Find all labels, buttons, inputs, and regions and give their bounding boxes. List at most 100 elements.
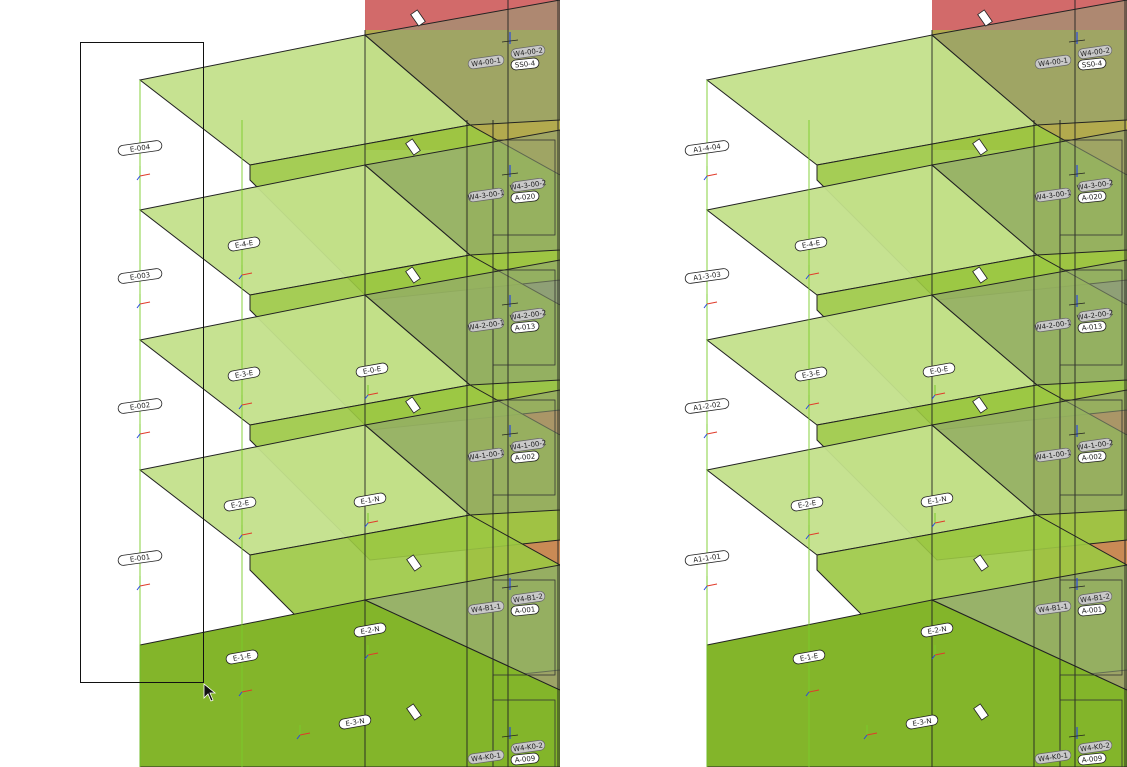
wall-tag-5[interactable]: W4-B1-1: [467, 600, 505, 616]
level-label-4-bubble: [684, 550, 730, 566]
room-tag-6[interactable]: A-009: [1077, 752, 1107, 766]
room-tag-4[interactable]: A-002: [1077, 450, 1107, 464]
wall-tag-4[interactable]: W4-1-00-1: [467, 447, 505, 463]
wall-tag-3[interactable]: W4-2-00-1: [467, 317, 505, 333]
wall-tag2-6-bubble: [510, 739, 546, 755]
room-tag-6[interactable]: A-009: [510, 752, 540, 766]
wall-tag2-6[interactable]: W4-K0-2: [1077, 739, 1113, 755]
element-marker-3[interactable]: [405, 396, 421, 414]
axis-x-line: [241, 689, 253, 693]
axis-h: [1068, 302, 1086, 306]
level-label-4[interactable]: E-001: [117, 550, 163, 566]
grid-tag-5-bubble: [922, 362, 956, 378]
grid-tag-5[interactable]: E-0-E: [355, 362, 389, 378]
window-frame-2: [492, 269, 556, 366]
level-label-1[interactable]: E-004: [117, 140, 163, 156]
wall-tag2-4[interactable]: W4-1-00-2: [1076, 437, 1114, 453]
level-label-2[interactable]: A1-3-03: [684, 268, 730, 284]
element-marker-3[interactable]: [972, 396, 988, 414]
grid-tag-7[interactable]: E-2-N: [353, 622, 387, 638]
grid-tag-7[interactable]: E-2-N: [920, 622, 954, 638]
room-tag-1[interactable]: SS0-4: [1077, 57, 1107, 71]
axis-x-line: [367, 392, 379, 396]
wall-tag2-1[interactable]: W4-00-2: [510, 44, 546, 60]
wall-tag2-3[interactable]: W4-2-00-2: [1076, 307, 1114, 323]
wall-tag-6[interactable]: W4-K0-1: [1034, 749, 1072, 765]
wall-tag-1[interactable]: W4-00-1: [467, 54, 505, 70]
element-marker-2[interactable]: [972, 266, 988, 284]
element-marker-4[interactable]: [406, 554, 422, 572]
grid-tag-4-bubble: [792, 649, 826, 665]
level-label-4-text: E-001: [129, 553, 150, 564]
wall-tag2-3[interactable]: W4-2-00-2: [509, 307, 547, 323]
grid-tag-4[interactable]: E-1-E: [792, 649, 826, 665]
room-tag-5[interactable]: A-001: [1077, 603, 1107, 617]
room-tag-2[interactable]: A-020: [1077, 190, 1107, 204]
room-tag-5[interactable]: A-001: [510, 603, 540, 617]
level-label-3[interactable]: E-002: [117, 398, 163, 414]
wall-tag2-4[interactable]: W4-1-00-2: [509, 437, 547, 453]
wall-tag-5[interactable]: W4-B1-1: [1034, 600, 1072, 616]
element-marker-top[interactable]: [977, 9, 993, 27]
wall-tag-2[interactable]: W4-3-00-1: [1034, 187, 1072, 203]
level-label-1[interactable]: A1-4-04: [684, 140, 730, 156]
wall-tag-3[interactable]: W4-2-00-1: [1034, 317, 1072, 333]
grid-tag-2[interactable]: E-3-E: [227, 366, 261, 382]
grid-tag-4[interactable]: E-1-E: [225, 649, 259, 665]
grid-tag-5[interactable]: E-0-E: [922, 362, 956, 378]
axis-z-line: [931, 522, 936, 528]
grid-tag-1[interactable]: E-4-E: [227, 236, 261, 252]
room-tag-1-text: SS0-4: [515, 59, 537, 69]
room-tag-3[interactable]: A-013: [510, 320, 540, 334]
grid-tag-8[interactable]: E-3-N: [338, 714, 372, 730]
element-marker-2[interactable]: [405, 266, 421, 284]
room-tag-1[interactable]: SS0-4: [510, 57, 540, 71]
grid-tag-5-text: E-0-E: [362, 365, 381, 376]
room-tag-2[interactable]: A-020: [510, 190, 540, 204]
wall-tag2-2[interactable]: W4-3-00-2: [1076, 177, 1114, 193]
grid-tag-2-text: E-3-E: [801, 369, 820, 380]
axis-gizmo-icon: [863, 725, 878, 740]
wall-tag-1[interactable]: W4-00-1: [1034, 54, 1072, 70]
grid-tag-1-text: E-4-E: [801, 239, 820, 250]
wall-tag2-2[interactable]: W4-3-00-2: [509, 177, 547, 193]
wall-tag2-5[interactable]: W4-B1-2: [510, 590, 546, 606]
grid-tag-6[interactable]: E-1-N: [353, 492, 387, 508]
wall-tag2-5[interactable]: W4-B1-2: [1077, 590, 1113, 606]
grid-tag-2[interactable]: E-3-E: [794, 366, 828, 382]
element-marker-5[interactable]: [406, 703, 422, 721]
element-marker-4[interactable]: [973, 554, 989, 572]
cursor-arrow-shape: [203, 683, 217, 702]
axis-gizmo-icon: [931, 645, 946, 660]
room-tag-4[interactable]: A-002: [510, 450, 540, 464]
level-label-3[interactable]: A1-2-02: [684, 398, 730, 414]
room-tag-3[interactable]: A-013: [1077, 320, 1107, 334]
floor-slabs: [138, 0, 560, 767]
wall-tag-4[interactable]: W4-1-00-1: [1034, 447, 1072, 463]
level-label-4[interactable]: A1-1-01: [684, 550, 730, 566]
element-marker-5[interactable]: [973, 703, 989, 721]
grid-tag-7-text: E-2-N: [927, 625, 947, 636]
grid-tag-3[interactable]: E-2-E: [223, 496, 257, 512]
level-label-2[interactable]: E-003: [117, 268, 163, 284]
wall-tag-6[interactable]: W4-K0-1: [467, 749, 505, 765]
element-marker-top[interactable]: [410, 9, 426, 27]
room-tag-4-text: A-002: [514, 452, 535, 462]
element-marker-1[interactable]: [972, 138, 988, 156]
wall-tag2-6[interactable]: W4-K0-2: [510, 739, 546, 755]
level-label-2-text: E-003: [129, 271, 150, 282]
selection-rectangle[interactable]: [80, 42, 204, 683]
grid-tag-8[interactable]: E-3-N: [905, 714, 939, 730]
wall-tag-2[interactable]: W4-3-00-1: [467, 187, 505, 203]
grid-tag-6[interactable]: E-1-N: [920, 492, 954, 508]
axis-z-line: [805, 691, 810, 697]
wall-tag2-1[interactable]: W4-00-2: [1077, 44, 1113, 60]
element-marker-1[interactable]: [405, 138, 421, 156]
grid-tag-3[interactable]: E-2-E: [790, 496, 824, 512]
wall-tag-1-bubble: [1034, 54, 1072, 70]
axis-z-line: [136, 175, 141, 181]
